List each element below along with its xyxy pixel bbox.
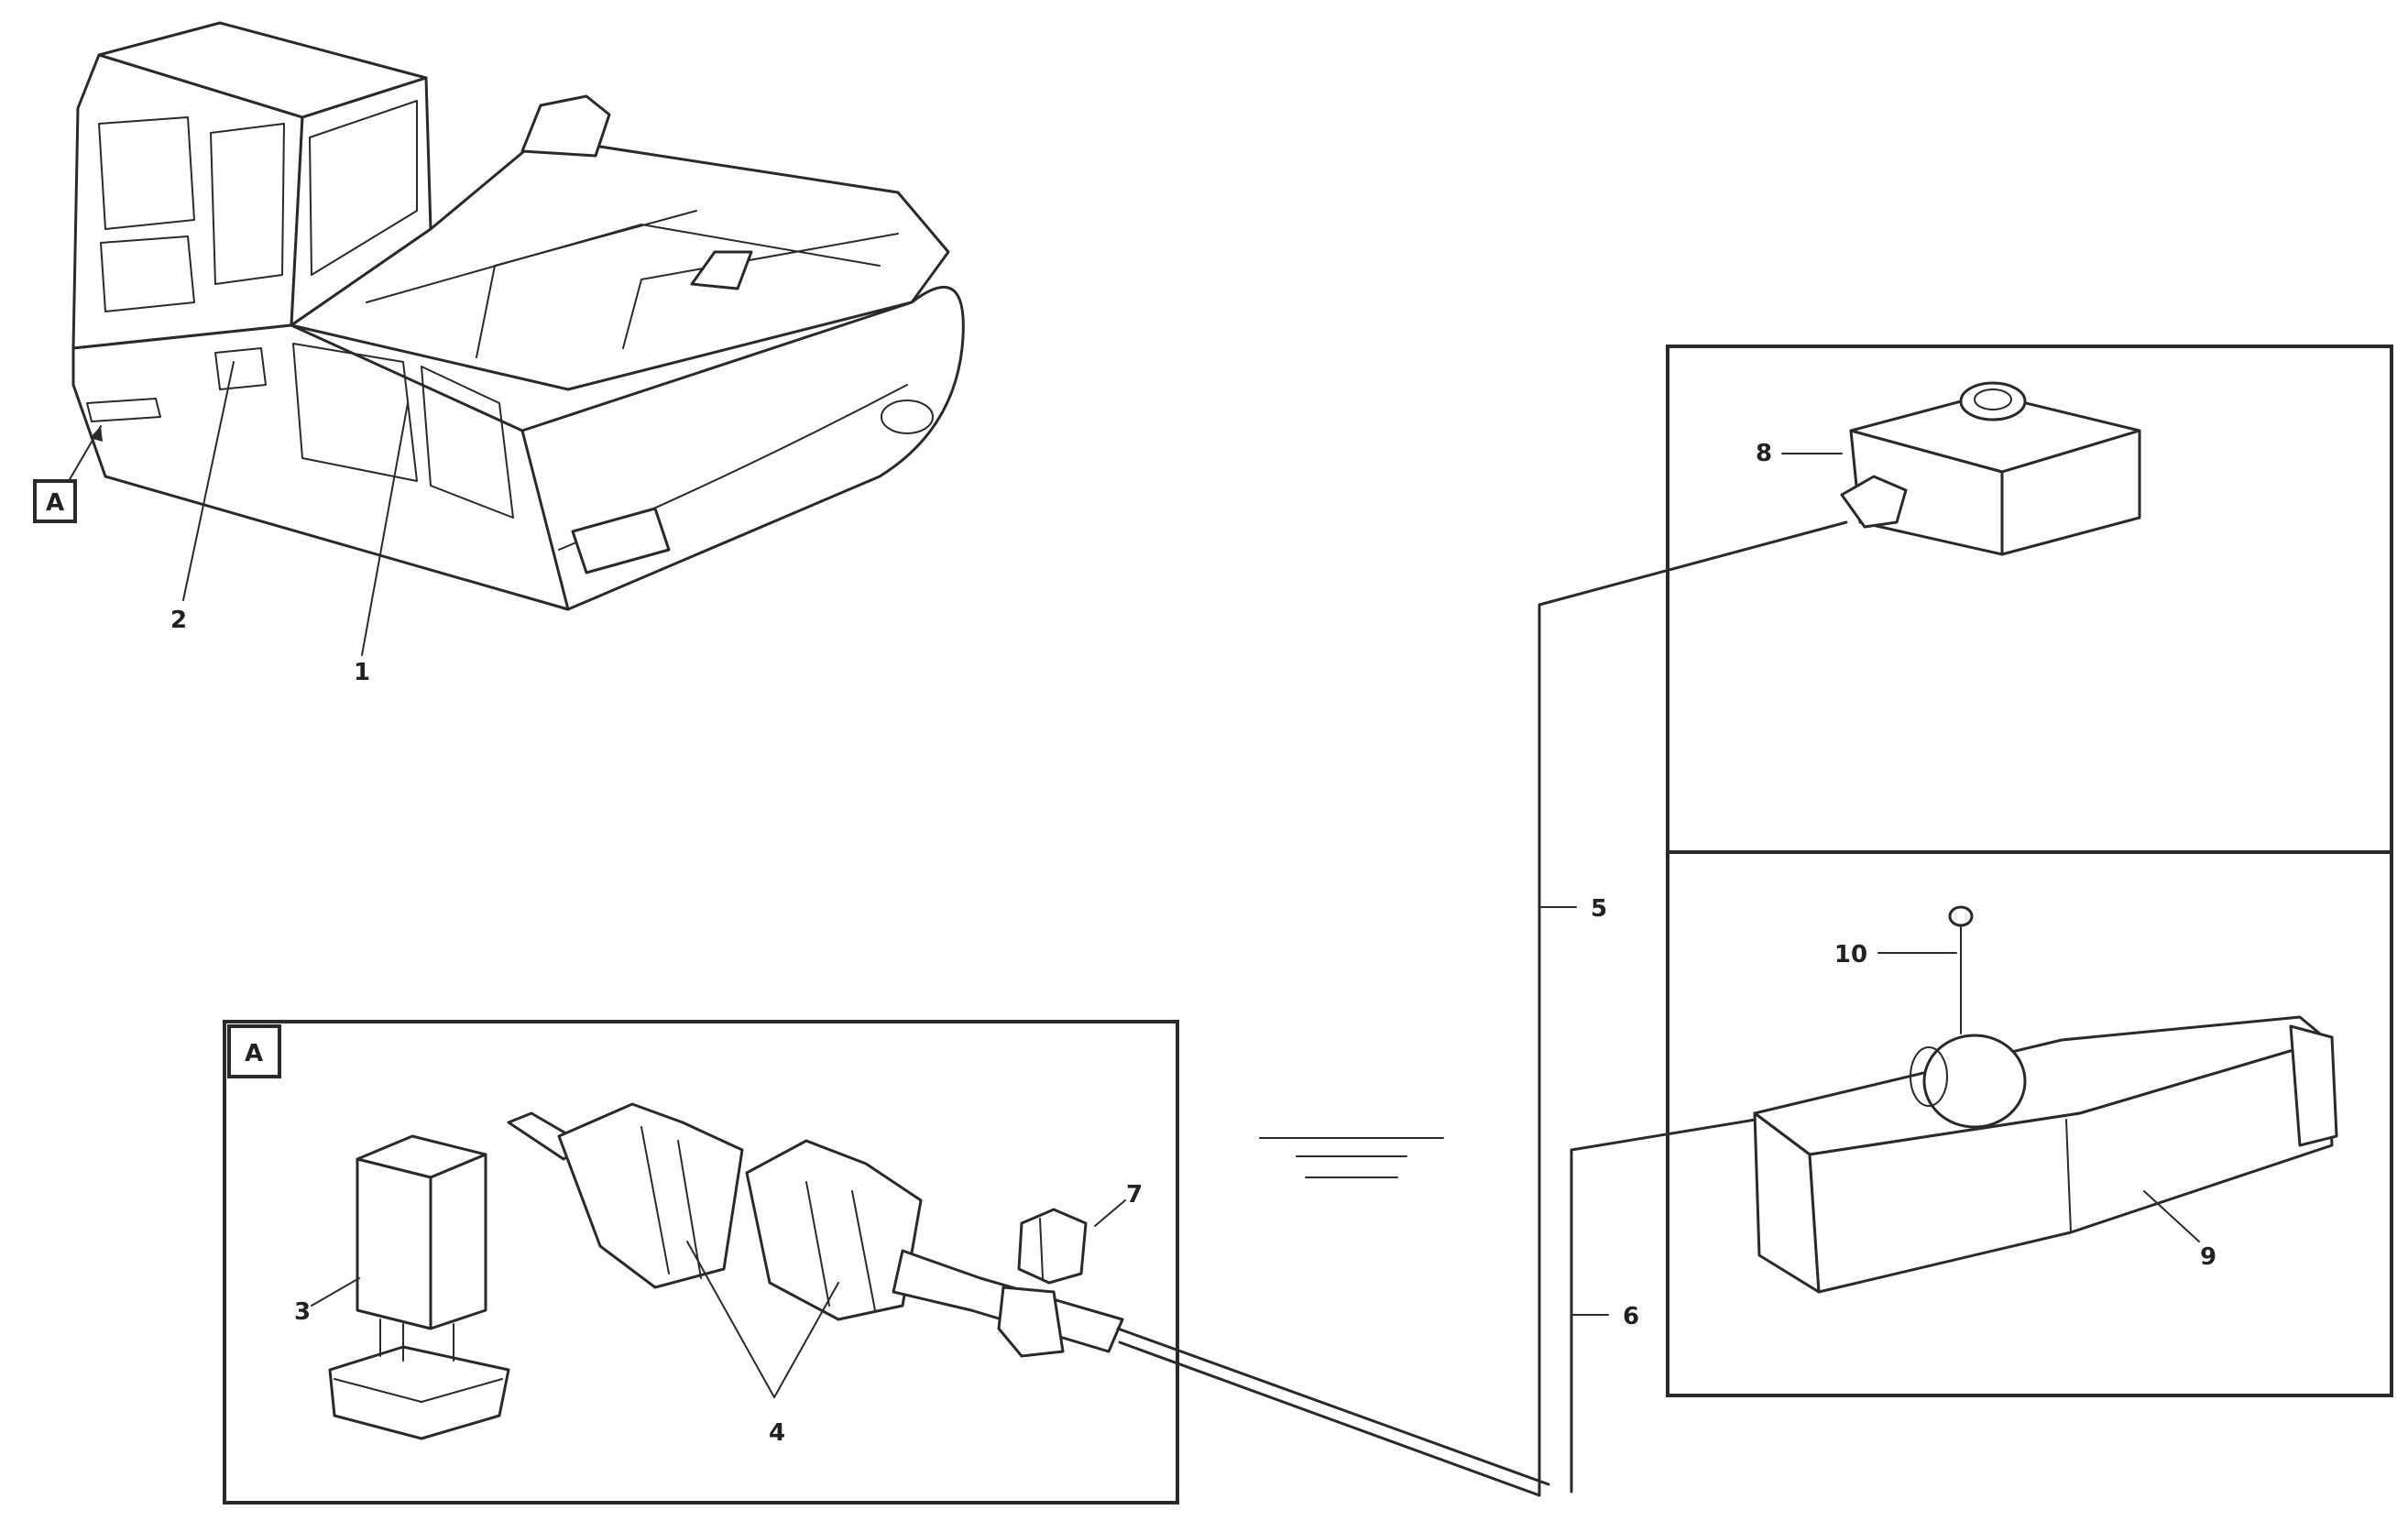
sensor-port bbox=[1840, 475, 1908, 529]
connector-assembly bbox=[507, 1102, 1124, 1398]
inset-a-tag-box bbox=[227, 1024, 281, 1078]
cab-front-window bbox=[98, 116, 195, 230]
callout-10: 10 bbox=[1834, 941, 1867, 968]
right-panel-frame bbox=[1666, 345, 2393, 1397]
cab-lower-window bbox=[100, 235, 195, 312]
callout-2: 2 bbox=[170, 607, 187, 634]
machine-detail-tag-a: A bbox=[33, 479, 77, 523]
leader-4a bbox=[686, 1241, 775, 1398]
valve-solenoid-ring bbox=[1910, 1046, 1948, 1107]
seal bbox=[1017, 1199, 1126, 1285]
callout-5: 5 bbox=[1591, 895, 1607, 923]
cab-side-window bbox=[309, 100, 418, 276]
leader-4b bbox=[773, 1282, 839, 1398]
seal-ridge bbox=[1039, 1218, 1044, 1279]
counterweight-light-left bbox=[571, 507, 671, 574]
cable-5 bbox=[1538, 520, 1848, 1497]
connector-body-1-groove bbox=[640, 1126, 670, 1275]
relay-socket-edge-2 bbox=[421, 1378, 503, 1403]
relay-socket-edge bbox=[334, 1378, 422, 1403]
seal-body bbox=[1017, 1208, 1088, 1285]
cab-door-window bbox=[210, 123, 285, 285]
inset-a-tag-label: A bbox=[245, 1040, 263, 1067]
connector-body-2-groove-2 bbox=[851, 1190, 876, 1311]
leader-3 bbox=[311, 1277, 360, 1307]
cable-main-a bbox=[1116, 1327, 1550, 1486]
side-panel-grille bbox=[214, 347, 267, 390]
valve-body-seam bbox=[2065, 1119, 2072, 1233]
deck-panel-line-3 bbox=[622, 233, 899, 349]
wiring-harness bbox=[1116, 520, 1908, 1497]
deck-panel-line-2 bbox=[476, 210, 697, 358]
sensor-cap bbox=[1959, 381, 2027, 421]
relay bbox=[311, 1134, 510, 1440]
callout-7: 7 bbox=[1126, 1181, 1143, 1209]
valve-unit bbox=[1753, 905, 2338, 1294]
cable-main-b bbox=[1118, 1340, 1541, 1497]
right-detail-panel: 8 10 9 bbox=[1666, 345, 2393, 1397]
leader-machine-A-arrow bbox=[90, 426, 103, 442]
callout-9: 9 bbox=[2200, 1243, 2216, 1271]
valve-end-cap bbox=[2289, 1024, 2338, 1147]
excavator-upper-structure bbox=[68, 21, 965, 656]
counterweight-light-right bbox=[881, 399, 934, 434]
intake-cover bbox=[690, 250, 753, 290]
valve-screw-head bbox=[1948, 905, 1974, 927]
machine-detail-tag-box bbox=[33, 479, 77, 523]
callout-8: 8 bbox=[1756, 440, 1772, 467]
valve-body bbox=[1808, 1038, 2334, 1294]
sensor-side bbox=[2000, 429, 2141, 556]
side-panel bbox=[71, 323, 570, 611]
connector-cap bbox=[997, 1286, 1065, 1358]
leader-machine-2 bbox=[182, 361, 235, 601]
sensor-unit bbox=[1781, 381, 2141, 556]
side-panel-step bbox=[86, 398, 161, 422]
leader-machine-1 bbox=[361, 402, 409, 656]
exhaust-stack bbox=[520, 94, 611, 158]
callout-4: 4 bbox=[769, 1419, 785, 1447]
relay-socket bbox=[328, 1345, 510, 1440]
connector-body-1-groove-2 bbox=[677, 1140, 702, 1279]
relay-front bbox=[356, 1157, 432, 1330]
connector-body-1 bbox=[557, 1102, 744, 1289]
machine-detail-tag-label: A bbox=[46, 489, 64, 517]
inset-a-panel: A 3 4 bbox=[223, 1020, 1179, 1505]
callout-6: 6 bbox=[1623, 1303, 1639, 1330]
side-door-1 bbox=[292, 343, 418, 482]
connector-body-2-groove bbox=[805, 1181, 830, 1307]
callout-1: 1 bbox=[354, 659, 370, 686]
leader-7 bbox=[1094, 1199, 1126, 1227]
side-door-2 bbox=[421, 366, 514, 519]
leader-9 bbox=[2143, 1190, 2200, 1242]
relay-side bbox=[429, 1153, 487, 1330]
sensor-cap-inner bbox=[1974, 388, 2012, 410]
valve-solenoid bbox=[1922, 1034, 2027, 1129]
callout-3: 3 bbox=[294, 1298, 311, 1326]
body-deck bbox=[290, 136, 950, 391]
inset-a-frame bbox=[223, 1020, 1179, 1505]
